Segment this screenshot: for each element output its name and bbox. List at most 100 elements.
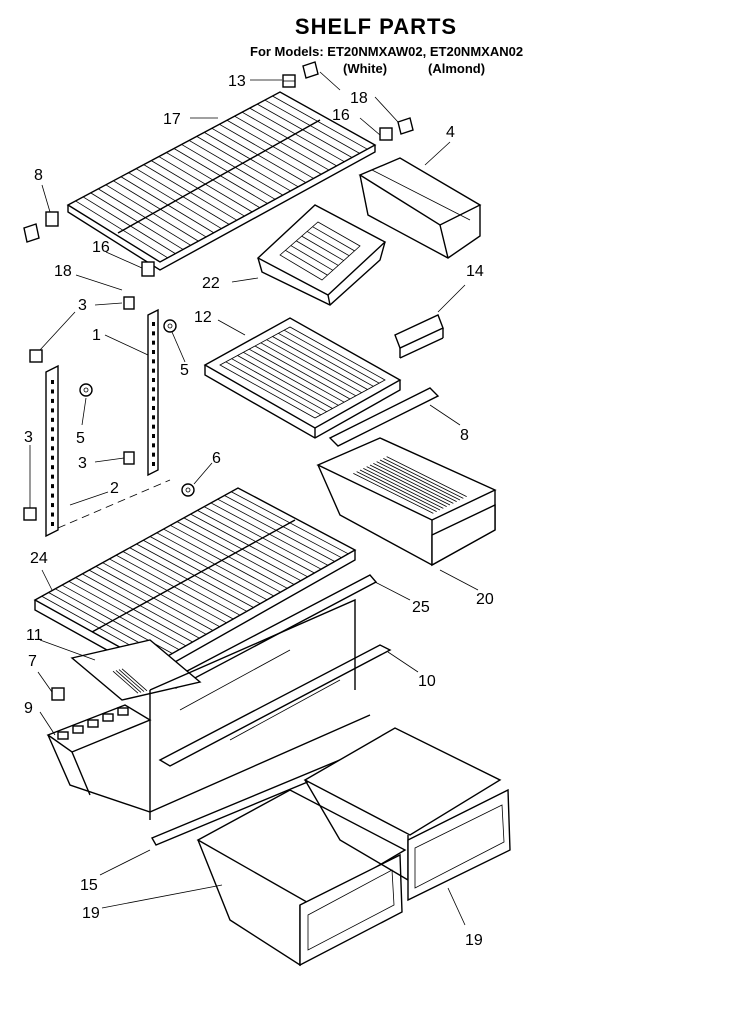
line-detail: [82, 196, 176, 254]
callout-12: 12: [194, 309, 212, 326]
shelf-clip-16-right[interactable]: [379, 127, 393, 141]
ladder-slot: [51, 398, 54, 403]
ladder-slot: [152, 340, 155, 345]
line-detail: [90, 192, 184, 250]
line-detail: [237, 355, 333, 409]
shelf-stop-18-right[interactable]: [397, 117, 414, 135]
screw-6[interactable]: [181, 483, 195, 497]
panel-slot: [102, 713, 114, 722]
callout-3-left: 3: [24, 429, 33, 446]
ladder-slot: [152, 331, 155, 336]
ladder-slot: [152, 462, 155, 466]
leader-lines: [29, 71, 479, 926]
crisper-glass[interactable]: [70, 639, 202, 701]
ladder-slot: [51, 408, 54, 413]
callout-15: 15: [80, 877, 98, 894]
large-wire-shelf[interactable]: [33, 487, 357, 676]
line-detail: [82, 573, 200, 639]
line-detail: [156, 532, 274, 597]
trim-8[interactable]: [328, 387, 440, 447]
callout-5-right: 5: [180, 362, 189, 379]
ladder-slot: [152, 424, 155, 429]
line-detail: [102, 562, 220, 628]
callout-9: 9: [24, 700, 33, 717]
line-detail: [190, 513, 308, 578]
callout-14: 14: [466, 263, 484, 280]
top-wire-shelf[interactable]: [66, 91, 377, 271]
line-detail: [196, 136, 291, 192]
ladder-slot: [152, 350, 155, 354]
bracket-3-c[interactable]: [123, 451, 135, 465]
trim-14[interactable]: [394, 314, 444, 359]
line-detail: [118, 669, 145, 692]
callout-10: 10: [418, 673, 436, 690]
line-detail: [231, 358, 327, 413]
callout-22: 22: [202, 275, 220, 292]
callout-labels: 13 17 18 16 4 8 16 18 22 14 3 12 1 5 3 5…: [24, 73, 494, 949]
line-detail: [249, 107, 345, 163]
line-detail: [219, 123, 314, 179]
line-detail: [68, 580, 187, 647]
line-detail: [278, 332, 374, 387]
line-detail: [224, 495, 342, 559]
callout-3-mid: 3: [78, 455, 87, 472]
shelf-clip-8-left[interactable]: [45, 211, 59, 227]
bracket-3-d[interactable]: [23, 507, 37, 521]
door-bin[interactable]: [358, 157, 482, 259]
line-detail: [210, 502, 329, 566]
line-detail: [272, 336, 368, 390]
callout-3-top: 3: [78, 297, 87, 314]
line-detail: [166, 152, 261, 209]
line-detail: [306, 231, 350, 257]
shelf-stop-18-left[interactable]: [23, 223, 40, 243]
crisper-cover-frame[interactable]: [149, 598, 392, 820]
ladder-slot: [152, 443, 155, 448]
shelf-clip-16-left[interactable]: [141, 261, 155, 277]
line-detail: [241, 111, 337, 167]
ladder-slot: [51, 465, 54, 470]
control-housing[interactable]: [46, 704, 371, 813]
bracket-3-a[interactable]: [123, 296, 135, 310]
line-detail: [353, 472, 434, 514]
line-detail: [113, 180, 207, 238]
ladder-slot: [51, 436, 54, 441]
line-detail: [143, 539, 261, 605]
callout-1: 1: [92, 327, 101, 344]
bracket-3-b[interactable]: [29, 349, 43, 363]
shelf-ladder-left[interactable]: [45, 364, 59, 538]
crisper-drawer-right[interactable]: [303, 727, 511, 902]
ladder-slot: [51, 455, 54, 460]
screw-5-lower[interactable]: [79, 383, 93, 397]
line-detail: [285, 249, 328, 276]
callout-2: 2: [110, 480, 119, 497]
line-detail: [143, 164, 237, 221]
finish-almond: (Almond): [428, 61, 486, 76]
line-detail: [257, 103, 353, 158]
shelf-ladder-right[interactable]: [147, 308, 159, 477]
line-detail: [272, 95, 368, 150]
shelf-clip-13[interactable]: [282, 74, 296, 88]
line-detail: [98, 188, 191, 246]
line-detail: [369, 464, 451, 506]
line-detail: [226, 119, 322, 175]
line-detail: [105, 184, 199, 242]
line-detail: [75, 200, 168, 259]
screw-5-upper[interactable]: [163, 319, 177, 333]
ladder-slot: [152, 452, 155, 457]
ladder-slot: [152, 415, 155, 420]
ladder-slot: [152, 406, 155, 410]
crisper-drawer-left[interactable]: [196, 789, 407, 967]
ladder-slot: [152, 322, 155, 326]
small-basket[interactable]: [256, 204, 387, 306]
line-detail: [254, 345, 351, 400]
ladder-slot: [51, 427, 54, 432]
line-detail: [225, 361, 322, 416]
plug-7[interactable]: [51, 687, 65, 701]
meat-pan[interactable]: [316, 437, 497, 567]
shelf-stop-18-top[interactable]: [302, 61, 319, 79]
line-detail: [170, 524, 288, 589]
glass-shelf[interactable]: [203, 317, 402, 439]
line-detail: [116, 554, 234, 620]
line-detail: [181, 144, 276, 200]
